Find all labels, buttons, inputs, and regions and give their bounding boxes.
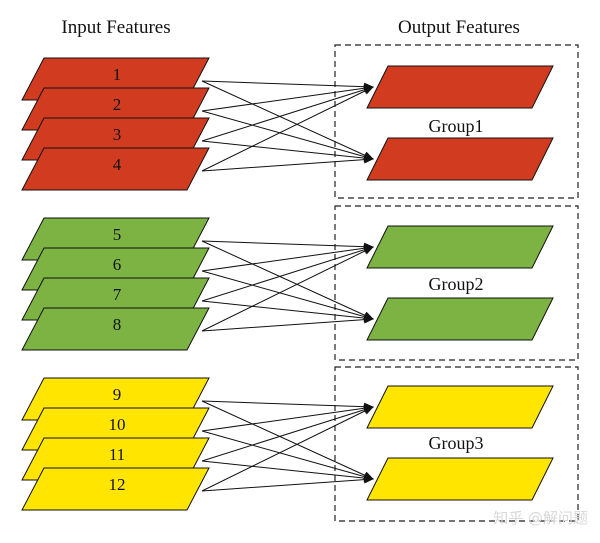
connection-2-to-group1-out1 (201, 84, 374, 112)
connection-7-to-group2-out1 (201, 245, 374, 302)
group-3-box (334, 366, 579, 522)
connection-11-to-group3-out2 (201, 460, 374, 483)
input-features-header: Input Features (61, 17, 170, 38)
input-feature-label-10: 10 (109, 415, 126, 434)
group-1: 1 2 3 4 Group1 (21, 44, 579, 199)
input-feature-8 (21, 307, 210, 351)
input-feature-label-12: 12 (109, 475, 126, 494)
connection-6-to-group2-out2 (201, 270, 374, 321)
input-feature-label-1: 1 (113, 65, 122, 84)
connection-7-to-group2-out2 (201, 300, 374, 323)
connection-1-to-group1-out1 (201, 80, 374, 91)
connection-8-to-group2-out1 (201, 246, 374, 332)
input-feature-label-3: 3 (113, 125, 122, 144)
input-feature-label-9: 9 (113, 385, 122, 404)
connection-12-to-group3-out2 (201, 475, 374, 492)
input-feature-label-2: 2 (113, 95, 122, 114)
connection-1-to-group1-out2 (201, 80, 374, 160)
input-feature-label-5: 5 (113, 225, 122, 244)
connection-6-to-group2-out1 (201, 244, 374, 272)
connection-9-to-group3-out2 (201, 400, 374, 480)
group-2-box (334, 205, 579, 361)
group-2-label: Group2 (429, 274, 484, 294)
connection-3-to-group1-out2 (201, 140, 374, 163)
input-feature-label-8: 8 (113, 315, 122, 334)
group-1-output-feature-1 (366, 65, 554, 109)
input-feature-label-7: 7 (113, 285, 122, 304)
connection-11-to-group3-out1 (201, 405, 374, 462)
input-feature-4 (21, 147, 210, 191)
input-feature-label-4: 4 (113, 155, 122, 174)
input-feature-label-11: 11 (109, 445, 125, 464)
connection-9-to-group3-out1 (201, 400, 374, 411)
output-features-header: Output Features (398, 17, 520, 38)
connection-3-to-group1-out1 (201, 85, 374, 142)
connection-4-to-group1-out1 (201, 86, 374, 172)
group-3-output-feature-1 (366, 385, 554, 429)
group-2: 5 6 7 8 Group2 (21, 205, 579, 361)
connection-5-to-group2-out2 (201, 240, 374, 320)
group-1-output-feature-2 (366, 137, 554, 181)
connection-4-to-group1-out2 (201, 155, 374, 172)
connection-8-to-group2-out2 (201, 315, 374, 332)
group-2-output-feature-1 (366, 225, 554, 269)
connection-12-to-group3-out1 (201, 406, 374, 492)
connection-10-to-group3-out2 (201, 430, 374, 481)
group-3: 9 10 11 12 Group3 (21, 366, 579, 522)
input-feature-12 (21, 467, 210, 511)
group-2-output-feature-2 (366, 297, 554, 341)
group-1-box (334, 44, 579, 199)
connection-2-to-group1-out2 (201, 110, 374, 161)
input-feature-label-6: 6 (113, 255, 122, 274)
watermark: 知乎 @解问题 (493, 509, 588, 527)
group-3-label: Group3 (429, 433, 484, 453)
group-1-label: Group1 (429, 116, 484, 136)
group-3-output-feature-2 (366, 457, 554, 501)
connection-5-to-group2-out1 (201, 240, 374, 251)
connection-10-to-group3-out1 (201, 404, 374, 432)
